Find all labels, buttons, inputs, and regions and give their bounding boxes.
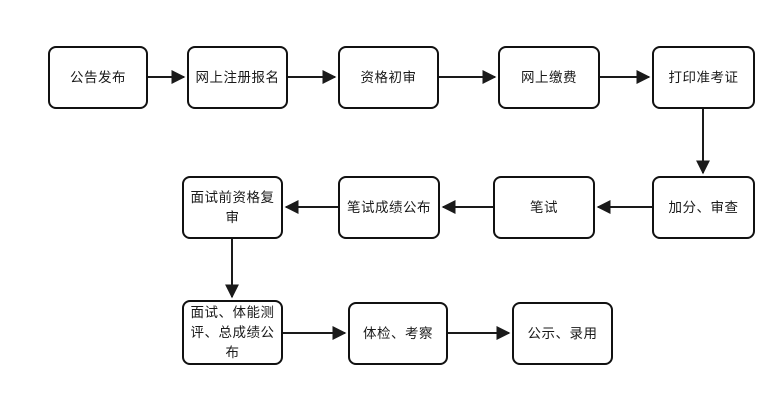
- node-label: 笔试: [530, 199, 558, 216]
- node-dayinzhunkaozheng[interactable]: 打印准考证: [652, 46, 755, 109]
- node-label: 加分、审查: [668, 199, 739, 216]
- node-label: 网上缴费: [521, 69, 577, 86]
- node-bishichengjigongbu[interactable]: 笔试成绩公布: [338, 176, 440, 239]
- node-label: 面试前资格复审: [190, 189, 275, 226]
- node-label: 面试、体能测评、总成绩公布: [190, 304, 275, 361]
- node-label: 公示、录用: [527, 325, 598, 342]
- node-label: 体检、考察: [363, 325, 433, 342]
- node-label: 公告发布: [70, 69, 126, 86]
- node-wangshangjiaofei[interactable]: 网上缴费: [498, 46, 600, 109]
- node-bishi[interactable]: 笔试: [493, 176, 595, 239]
- node-label: 资格初审: [360, 69, 417, 86]
- node-jiafenshencha[interactable]: 加分、审查: [652, 176, 755, 239]
- node-label: 笔试成绩公布: [347, 199, 431, 216]
- node-tijiankaocha[interactable]: 体检、考察: [348, 302, 448, 365]
- node-gongshiluyong[interactable]: 公示、录用: [512, 302, 613, 365]
- node-mianshitinengcepingzongchengjigongbu[interactable]: 面试、体能测评、总成绩公布: [182, 300, 283, 365]
- node-label: 网上注册报名: [195, 69, 280, 86]
- node-label: 打印准考证: [668, 69, 739, 86]
- node-gonggaofabu[interactable]: 公告发布: [48, 46, 148, 109]
- node-wangshangzhucebaoming[interactable]: 网上注册报名: [187, 46, 288, 109]
- node-mianshiqianzigefushen[interactable]: 面试前资格复审: [182, 176, 283, 239]
- node-zigechushen[interactable]: 资格初审: [338, 46, 439, 109]
